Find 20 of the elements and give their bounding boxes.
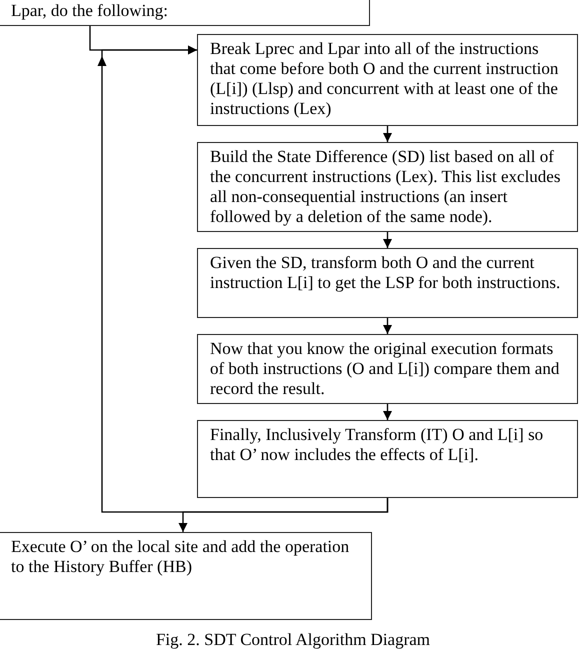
process-box <box>197 248 578 318</box>
process-box <box>197 420 578 498</box>
process-box <box>0 0 370 26</box>
process-box <box>197 34 578 126</box>
box-text: Given the SD, transform both O and the current instruction L[i] to get the LSP for both instructions. <box>210 253 562 293</box>
box-text: Lpar, do the following: <box>11 1 170 21</box>
arrow <box>178 498 388 532</box>
box-text: Break Lprec and Lpar into all of the instructions that come before both O and the current instruction (L[i]) (Llsp) and concurrent with at least one of the instructions (Lex) <box>210 39 560 119</box>
process-box <box>197 334 578 404</box>
figure-caption: Fig. 2. SDT Control Algorithm Diagram <box>156 630 430 649</box>
box-text: Build the State Difference (SD) list based on all of the concurrent instructions (Lex). This list excludes all non-consequential instructions (an insert followed by a deletion of the same node). <box>210 147 562 227</box>
process-box <box>0 532 372 620</box>
box-text: Finally, Inclusively Transform (IT) O and L[i] so that O’ now includes the effects of L[i]. <box>210 425 544 465</box>
arrow <box>383 126 392 142</box>
arrow <box>383 232 392 248</box>
box-text: Now that you know the original execution formats of both instructions (O and L[i]) compare them and record the result. <box>210 339 560 399</box>
arrow <box>383 404 392 420</box>
box-text: Execute O’ on the local site and add the operation to the History Buffer (HB) <box>11 537 350 577</box>
process-box <box>197 142 578 232</box>
arrow <box>383 318 392 334</box>
